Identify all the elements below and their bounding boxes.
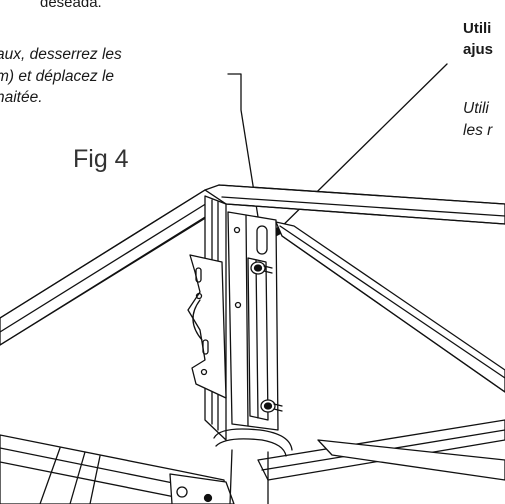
bracket-slot-top <box>256 225 268 255</box>
left-adjustment-bracket <box>187 254 227 399</box>
french-instruction-text: aux, desserrez les m) et déplacez le hai… <box>0 44 122 109</box>
right-bold-heading: Utili ajus <box>463 18 493 60</box>
adjustment-bolts <box>250 261 283 413</box>
sliding-adjustment-plate <box>247 257 269 421</box>
spanish-text-fragment: deseada. <box>40 0 102 11</box>
french-line-2: m) et déplacez le <box>0 67 115 85</box>
french-line-3: haitée. <box>0 89 43 106</box>
bolt-upper <box>250 261 273 275</box>
frame-rail-right-diagonal <box>275 221 505 393</box>
bolt-lower <box>260 399 283 413</box>
basin-outline <box>213 428 293 504</box>
frame-rail-front <box>0 434 227 504</box>
frame-rail-back-left <box>0 189 227 346</box>
figure-label: Fig 4 <box>73 145 129 173</box>
right-italic-text: Utili les r <box>463 98 492 141</box>
right-italic-line-2: les r <box>463 121 493 139</box>
frame-corner-front <box>169 473 235 504</box>
right-bold-line-1: Utili <box>463 20 492 37</box>
right-italic-line-1: Utili <box>463 100 489 117</box>
french-line-1: aux, desserrez les <box>0 46 122 63</box>
right-bold-line-2: ajus <box>463 41 494 58</box>
frame-rail-right-cross <box>257 419 505 481</box>
